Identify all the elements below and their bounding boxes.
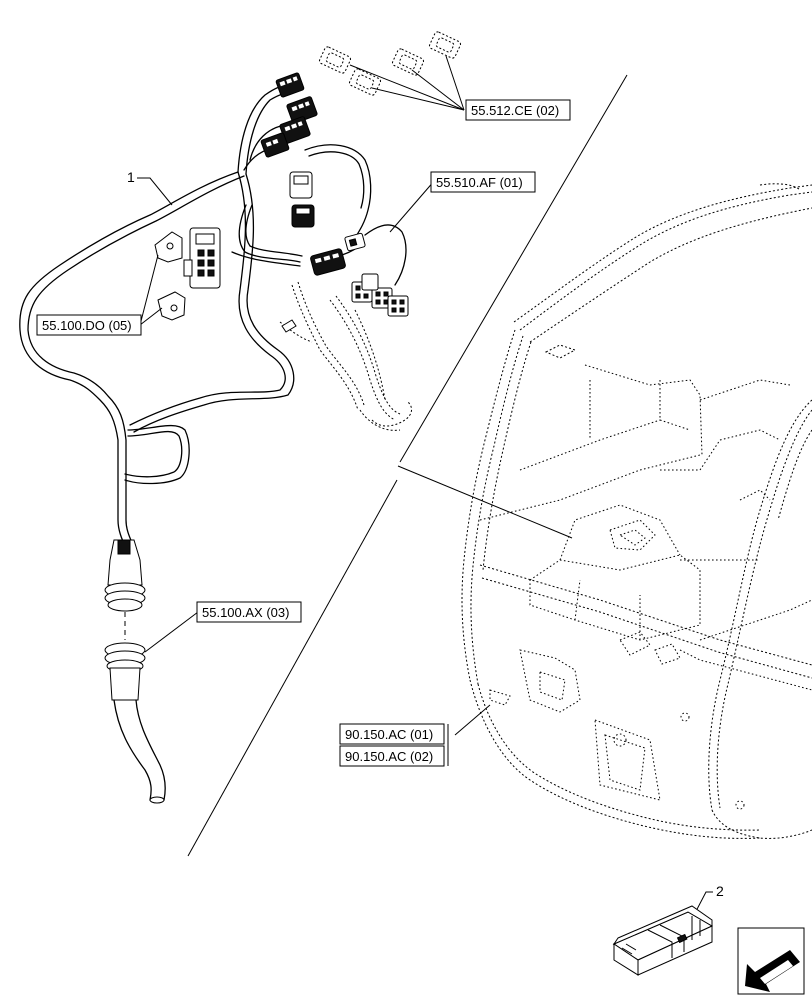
cab-frame <box>461 183 812 839</box>
leader-lines <box>137 55 713 916</box>
ref-label-ax[interactable]: 55.100.AX (03) <box>196 601 302 623</box>
ref-label-ac1[interactable]: 90.150.AC (01) <box>339 723 445 745</box>
wiring-harness <box>19 84 407 546</box>
ref-label-do-text: 55.100.DO (05) <box>42 318 132 333</box>
item-number-kit: 2 <box>716 883 724 899</box>
plug-assembly <box>104 539 166 804</box>
ref-label-af-text: 55.510.AF (01) <box>436 175 523 190</box>
phantom-harness <box>279 281 413 431</box>
item-number-harness: 1 <box>127 169 135 185</box>
ref-label-ac2[interactable]: 90.150.AC (02) <box>339 745 445 767</box>
separator-line-lower <box>187 479 398 857</box>
harness-connectors <box>154 72 409 333</box>
ref-label-ce[interactable]: 55.512.CE (02) <box>465 99 571 121</box>
ref-label-ax-text: 55.100.AX (03) <box>202 605 289 620</box>
crate-icon <box>612 905 714 976</box>
ref-label-ac2-text: 90.150.AC (02) <box>345 749 433 764</box>
leader-cab-location <box>397 465 573 539</box>
ref-label-af[interactable]: 55.510.AF (01) <box>430 171 536 193</box>
ref-label-do[interactable]: 55.100.DO (05) <box>36 314 142 336</box>
ref-label-ce-text: 55.512.CE (02) <box>471 103 559 118</box>
separator-line-upper <box>399 74 628 463</box>
connector-group-ce <box>318 31 462 96</box>
arrow-icon[interactable] <box>737 927 805 995</box>
ref-label-ac1-text: 90.150.AC (01) <box>345 727 433 742</box>
